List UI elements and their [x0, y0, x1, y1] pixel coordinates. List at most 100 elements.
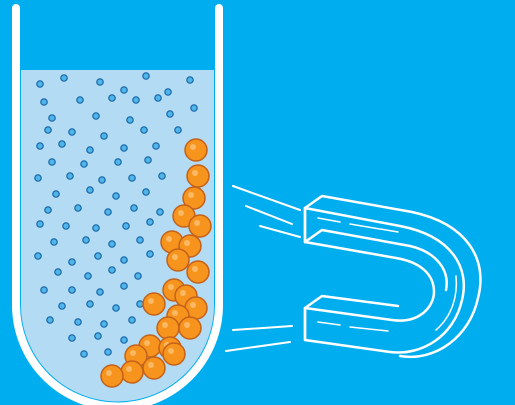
small-particle-icon: [145, 157, 151, 163]
small-particle-icon: [131, 205, 137, 211]
bead-highlight: [184, 322, 190, 328]
small-particle-icon: [105, 209, 111, 215]
small-particle-icon: [175, 127, 181, 133]
small-particle-icon: [147, 219, 153, 225]
small-particle-icon: [81, 351, 87, 357]
small-particle-icon: [187, 77, 193, 83]
small-particle-icon: [75, 319, 81, 325]
bead-highlight: [148, 362, 154, 368]
small-particle-icon: [35, 253, 41, 259]
magnetic-bead-icon: [143, 357, 165, 379]
small-particle-icon: [153, 143, 159, 149]
small-particle-icon: [35, 175, 41, 181]
magnetic-bead-icon: [157, 317, 179, 339]
small-particle-icon: [45, 207, 51, 213]
small-particle-icon: [69, 335, 75, 341]
small-particle-icon: [37, 143, 43, 149]
magnetic-bead-icon: [143, 293, 165, 315]
small-particle-icon: [123, 223, 129, 229]
small-particle-icon: [167, 111, 173, 117]
small-particle-icon: [87, 187, 93, 193]
small-particle-icon: [155, 95, 161, 101]
small-particle-icon: [41, 287, 47, 293]
bead-highlight: [126, 366, 132, 372]
small-particle-icon: [135, 273, 141, 279]
magnetic-bead-icon: [187, 165, 209, 187]
magnetic-bead-icon: [185, 139, 207, 161]
small-particle-icon: [147, 251, 153, 257]
small-particle-icon: [81, 161, 87, 167]
magnetic-bead-icon: [101, 365, 123, 387]
small-particle-icon: [37, 221, 43, 227]
small-particle-icon: [99, 177, 105, 183]
magnetic-bead-icon: [187, 261, 209, 283]
small-particle-icon: [109, 267, 115, 273]
bead-highlight: [194, 220, 200, 226]
small-particle-icon: [165, 89, 171, 95]
small-particle-icon: [121, 337, 127, 343]
small-particle-icon: [109, 241, 115, 247]
small-particle-icon: [93, 225, 99, 231]
bead-highlight: [190, 302, 196, 308]
small-particle-icon: [47, 317, 53, 323]
magnetic-bead-icon: [121, 361, 143, 383]
small-particle-icon: [137, 237, 143, 243]
bead-highlight: [144, 340, 150, 346]
small-particle-icon: [75, 205, 81, 211]
small-particle-icon: [51, 239, 57, 245]
small-particle-icon: [121, 87, 127, 93]
small-particle-icon: [67, 173, 73, 179]
small-particle-icon: [127, 117, 133, 123]
bead-highlight: [168, 284, 174, 290]
small-particle-icon: [69, 259, 75, 265]
small-particle-icon: [133, 97, 139, 103]
bead-highlight: [180, 290, 186, 296]
bead-highlight: [106, 370, 112, 376]
bead-highlight: [172, 310, 178, 316]
small-particle-icon: [97, 289, 103, 295]
small-particle-icon: [87, 301, 93, 307]
small-particle-icon: [121, 283, 127, 289]
small-particle-icon: [45, 127, 51, 133]
bead-highlight: [178, 210, 184, 216]
small-particle-icon: [85, 273, 91, 279]
bead-highlight: [162, 322, 168, 328]
bead-highlight: [130, 350, 136, 356]
small-particle-icon: [101, 133, 107, 139]
bead-highlight: [184, 240, 190, 246]
small-particle-icon: [105, 349, 111, 355]
small-particle-icon: [53, 191, 59, 197]
magnetic-bead-icon: [167, 249, 189, 271]
small-particle-icon: [49, 159, 55, 165]
small-particle-icon: [115, 159, 121, 165]
small-particle-icon: [109, 95, 115, 101]
bead-highlight: [188, 192, 194, 198]
small-particle-icon: [191, 105, 197, 111]
small-particle-icon: [121, 145, 127, 151]
small-particle-icon: [37, 81, 43, 87]
small-particle-icon: [41, 99, 47, 105]
small-particle-icon: [143, 189, 149, 195]
small-particle-icon: [137, 301, 143, 307]
small-particle-icon: [83, 237, 89, 243]
small-particle-icon: [97, 79, 103, 85]
bead-highlight: [172, 254, 178, 260]
small-particle-icon: [95, 333, 101, 339]
bead-highlight: [190, 144, 196, 150]
small-particle-icon: [87, 147, 93, 153]
small-particle-icon: [77, 97, 83, 103]
magnetic-bead-icon: [179, 317, 201, 339]
small-particle-icon: [69, 129, 75, 135]
small-particle-icon: [121, 257, 127, 263]
small-particle-icon: [157, 209, 163, 215]
small-particle-icon: [113, 193, 119, 199]
bead-highlight: [192, 266, 198, 272]
small-particle-icon: [59, 141, 65, 147]
small-particle-icon: [63, 223, 69, 229]
small-particle-icon: [129, 317, 135, 323]
small-particle-icon: [93, 113, 99, 119]
small-particle-icon: [141, 127, 147, 133]
magnetic-bead-icon: [163, 343, 185, 365]
bead-highlight: [166, 236, 172, 242]
